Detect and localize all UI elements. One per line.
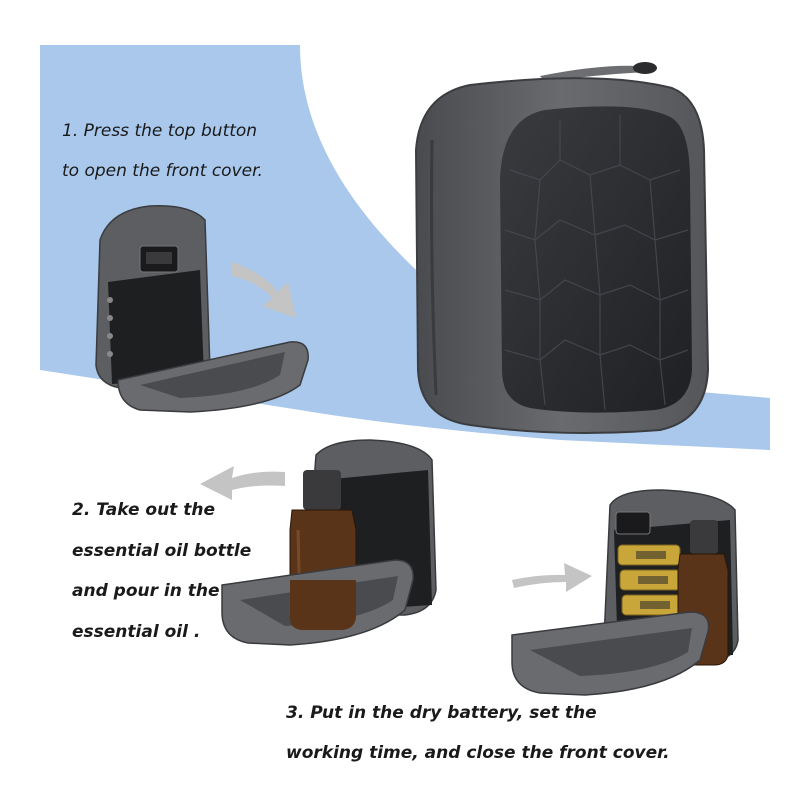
face-texture-pattern — [504, 115, 689, 411]
step-1-instruction: 1. Press the top button to open the fron… — [62, 123, 263, 203]
step-2-line-4: essential oil . — [72, 621, 201, 642]
step-1-line-1: 1. Press the top button — [62, 121, 258, 141]
step-2-line-2: essential oil bottle — [72, 540, 252, 561]
bottle-cap-icon — [690, 520, 718, 554]
step-2-line-3: and pour in the — [72, 581, 220, 601]
bottle-cap-icon — [303, 470, 341, 510]
lcd-display-icon — [615, 511, 651, 535]
step-3-instruction: 3. Put in the dry battery, set the worki… — [286, 705, 670, 785]
step-2-instruction: 2. Take out the essential oil bottle and… — [72, 502, 251, 664]
step-2-line-1: 2. Take out the — [72, 500, 215, 520]
step-1-line-2: to open the front cover. — [62, 161, 263, 181]
step-3-line-1: 3. Put in the dry battery, set the — [286, 703, 597, 723]
step-3-line-2: working time, and close the front cover. — [286, 743, 670, 763]
